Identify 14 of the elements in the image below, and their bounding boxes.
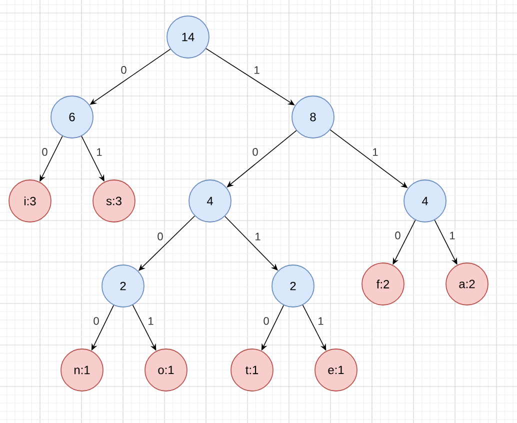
- edge-label: 0: [40, 147, 49, 157]
- edge-label: 1: [316, 316, 325, 326]
- edge-label: 1: [371, 147, 380, 157]
- edge-label: 0: [156, 232, 164, 242]
- edge-label: 0: [92, 316, 100, 326]
- edge-label: 0: [394, 230, 402, 240]
- edge-label: 1: [252, 65, 261, 75]
- edge-label: 1: [448, 230, 456, 240]
- edge-label: 1: [254, 232, 262, 242]
- edge-label: 1: [146, 316, 155, 326]
- edge-label: 1: [95, 147, 104, 157]
- edge-label: 0: [120, 65, 128, 75]
- edge-label: 0: [251, 147, 260, 157]
- edge-label: 0: [262, 316, 270, 326]
